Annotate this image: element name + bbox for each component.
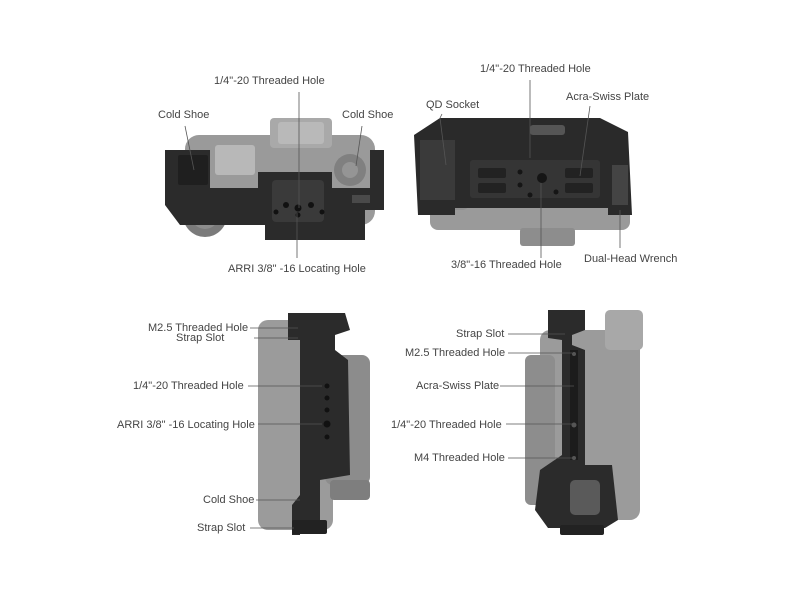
bottom-right-camera-view	[500, 310, 643, 535]
label-qd-socket: QD Socket	[426, 99, 480, 111]
label-threaded-hole-top-left: 1/4"-20 Threaded Hole	[214, 75, 325, 87]
label-dual-head-wrench: Dual-Head Wrench	[584, 253, 678, 265]
bottom-left-camera-view	[248, 313, 370, 535]
label-threaded-hole-38: 3/8"-16 Threaded Hole	[451, 259, 562, 271]
label-strap-slot-bottom-left: Strap Slot	[197, 522, 246, 534]
label-acra-swiss-plate-top: Acra-Swiss Plate	[566, 91, 650, 103]
label-m25-threaded-hole-left: M2.5 Threaded Hole	[148, 322, 249, 334]
label-arri-locating-hole-top: ARRI 3/8" -16 Locating Hole	[228, 263, 366, 275]
label-acra-swiss-plate-bottom: Acra-Swiss Plate	[416, 380, 500, 392]
label-strap-slot-top-left: Strap Slot	[176, 332, 225, 344]
label-threaded-hole-14-left: 1/4"-20 Threaded Hole	[133, 380, 244, 392]
label-cold-shoe-bottom: Cold Shoe	[203, 494, 255, 506]
label-strap-slot-right: Strap Slot	[456, 328, 505, 340]
label-threaded-hole-14-right: 1/4"-20 Threaded Hole	[391, 419, 502, 431]
label-arri-locating-hole-bottom: ARRI 3/8" -16 Locating Hole	[117, 419, 255, 431]
top-right-camera-view	[414, 80, 632, 258]
top-left-camera-view	[165, 92, 384, 258]
label-m25-threaded-hole-right: M2.5 Threaded Hole	[405, 347, 506, 359]
label-cold-shoe-right: Cold Shoe	[342, 109, 394, 121]
label-m4-threaded-hole: M4 Threaded Hole	[414, 452, 505, 464]
label-threaded-hole-top-right: 1/4"-20 Threaded Hole	[480, 63, 591, 75]
label-cold-shoe-left: Cold Shoe	[158, 109, 210, 121]
